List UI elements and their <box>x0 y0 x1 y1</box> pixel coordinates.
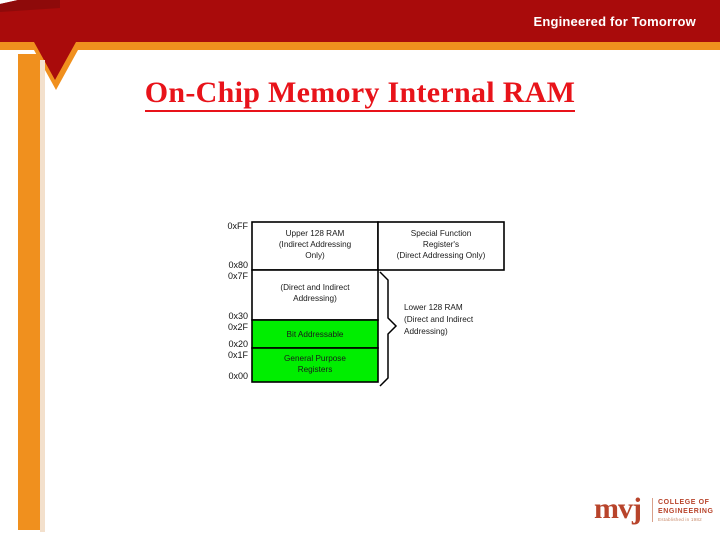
address-label-0xff: 0xFF <box>227 221 248 231</box>
left-rail-shadow <box>40 60 45 532</box>
sfr-line-1: Special Function <box>411 229 472 238</box>
block-upper-128-ram <box>251 221 379 271</box>
mvj-wordmark-text: mvj <box>594 492 642 525</box>
direct-indirect-line-1: (Direct and Indirect <box>280 283 350 292</box>
address-label-0x30: 0x30 <box>228 311 248 321</box>
address-label-0x00: 0x00 <box>228 371 248 381</box>
mvj-wordmark: mvj <box>594 492 642 525</box>
lower-128-brace <box>379 271 398 387</box>
memory-map-diagram: 0xFF 0x80 0x7F 0x30 0x2F 0x20 0x1F 0x00 … <box>216 216 516 391</box>
bit-addressable-label: Bit Addressable <box>287 330 344 339</box>
left-accent-rail <box>18 58 40 530</box>
block-bit-addressable <box>251 319 379 349</box>
address-label-0x20: 0x20 <box>228 339 248 349</box>
logo-text-block: COLLEGE OF ENGINEERING Established in 19… <box>652 498 714 522</box>
tagline: Engineered for Tomorrow <box>533 14 696 29</box>
upper-128-ram-line-3: Only) <box>305 251 325 260</box>
lower-128-line-3: Addressing) <box>404 327 448 336</box>
upper-128-ram-line-1: Upper 128 RAM <box>286 229 345 238</box>
banner-red-layer <box>0 0 720 80</box>
logo-line-engineering: ENGINEERING <box>658 508 714 515</box>
address-label-0x2f: 0x2F <box>228 322 249 332</box>
direct-indirect-line-2: Addressing) <box>293 294 337 303</box>
gpr-line-2: Registers <box>298 365 333 374</box>
logo-line-established: Established in 1982 <box>658 517 702 522</box>
gpr-line-1: General Purpose <box>284 354 346 363</box>
page-title-text: On-Chip Memory Internal RAM <box>144 76 576 112</box>
lower-128-line-2: (Direct and Indirect <box>404 315 474 324</box>
sfr-line-3: (Direct Addressing Only) <box>397 251 486 260</box>
address-label-0x7f: 0x7F <box>228 271 249 281</box>
banner-corner-chip <box>0 0 60 12</box>
upper-128-ram-line-2: (Indirect Addressing <box>279 240 352 249</box>
page-title: On-Chip Memory Internal RAM <box>0 76 720 112</box>
block-general-purpose-registers <box>251 347 379 383</box>
sfr-line-2: Register's <box>423 240 459 249</box>
logo-line-college-of: COLLEGE OF <box>658 499 710 506</box>
address-label-0x80: 0x80 <box>228 260 248 270</box>
mvj-college-logo: mvj COLLEGE OF ENGINEERING Established i… <box>594 488 714 532</box>
lower-128-line-1: Lower 128 RAM <box>404 303 463 312</box>
block-special-function-registers <box>377 221 505 271</box>
address-label-0x1f: 0x1F <box>228 350 249 360</box>
